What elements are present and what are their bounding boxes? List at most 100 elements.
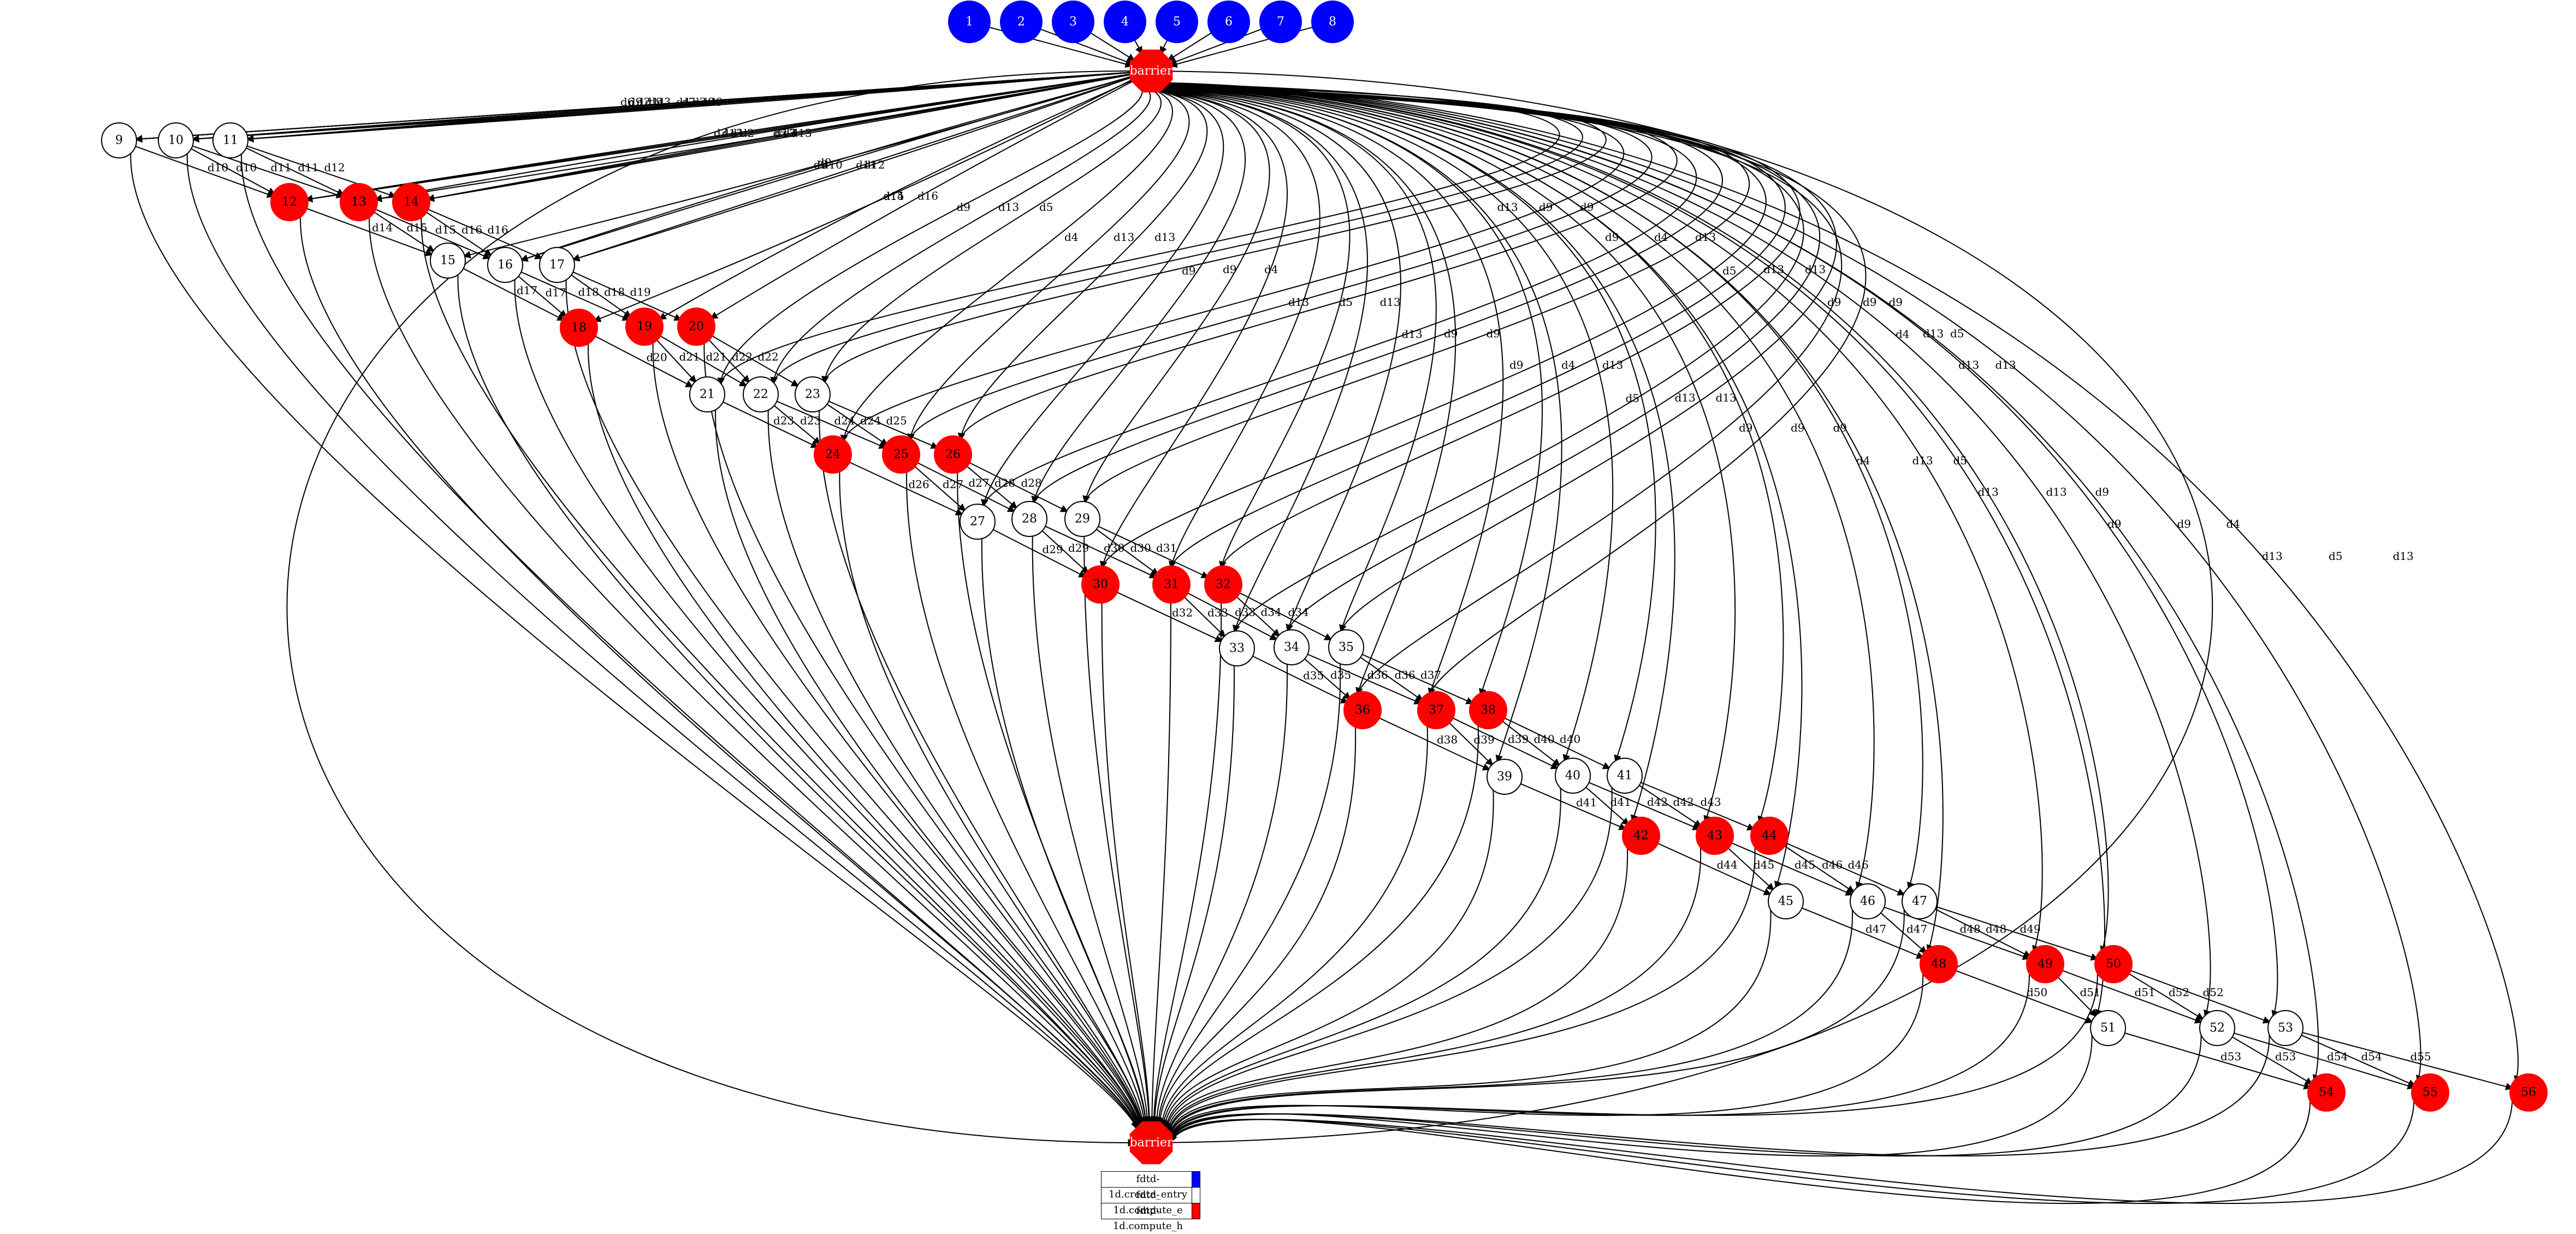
edge-33-barrier-bottom (1151, 664, 1235, 1124)
edge-18-21 (593, 334, 694, 388)
edge-label: d37 (1420, 669, 1441, 682)
edge-25-barrier-bottom (906, 470, 1148, 1125)
edge-label: d51 (2080, 986, 2101, 999)
node-label: 38 (1481, 704, 1496, 717)
edge-label: d9 (1509, 358, 1524, 371)
edge-label: d15 (883, 189, 904, 202)
node-18: 18 (560, 309, 598, 347)
edge-16-18 (517, 275, 567, 318)
edge-label: d21 (706, 350, 727, 363)
edge-11-14 (246, 145, 396, 198)
edge-label: d20 (647, 351, 667, 364)
node-circle (1902, 883, 1938, 919)
edge-label: d7 (682, 96, 696, 109)
edge-label: d16 (488, 223, 508, 237)
node-label: 7 (1277, 15, 1284, 29)
node-circle (960, 504, 996, 540)
barrier-label: barrier (1130, 64, 1173, 78)
edge-barrier-32 (1153, 90, 1351, 569)
edge-barrier-14 (427, 74, 1132, 202)
node-19: 19 (625, 308, 664, 346)
node-label: 46 (1860, 895, 1875, 908)
node-11: 11 (212, 122, 248, 158)
node-label: 52 (2210, 1022, 2225, 1035)
legend-item-compute-e: fdtd-1d.compute_e (1102, 1188, 1200, 1216)
edge-label: d40 (1560, 733, 1580, 746)
edge-label: d9 (1444, 327, 1458, 340)
edge-50-53 (2128, 969, 2271, 1024)
edge-34-37 (1306, 653, 1422, 705)
node-label: 43 (1707, 829, 1722, 843)
node-31: 31 (1152, 565, 1191, 604)
edge-11-13 (245, 147, 345, 196)
edge-barrier-34 (1156, 89, 1821, 633)
edge-37-40 (1450, 717, 1559, 769)
edge-label: d9 (1182, 264, 1196, 277)
edge-label: d9 (2095, 486, 2110, 499)
edge-label: d36 (1367, 669, 1388, 682)
edge-45-48 (1801, 907, 1924, 959)
node-label: 18 (571, 321, 587, 335)
edge-label: d14 (883, 190, 904, 203)
node-circle (1417, 691, 1455, 729)
edge-barrier-28 (1031, 89, 1246, 504)
edge-10-barrier-bottom (186, 152, 1139, 1130)
node-21: 21 (689, 376, 725, 412)
node-label: 33 (1229, 642, 1245, 656)
edge-label: d5 (1626, 392, 1640, 405)
edge-barrier-40 (1161, 87, 1614, 763)
node-39: 39 (1487, 759, 1523, 795)
node-circle (340, 183, 378, 221)
node-label: 21 (700, 388, 715, 402)
edge-label: d11 (298, 161, 319, 174)
node-circle (1469, 691, 1507, 729)
edge-35-37 (1359, 656, 1424, 701)
edge-16-19 (520, 271, 630, 321)
node-label: 53 (2278, 1022, 2293, 1035)
node-circle (158, 122, 194, 158)
edge-label: d4 (1561, 358, 1576, 371)
edge-label: d43 (1701, 795, 1721, 808)
edge-9-12 (134, 145, 275, 198)
edge-10-13 (191, 145, 344, 199)
edge-label: d32 (1172, 606, 1193, 619)
node-circle (625, 308, 664, 346)
edge-label: d18 (604, 286, 625, 299)
edge-36-39 (1377, 716, 1491, 771)
edge-35-barrier-bottom (1154, 662, 1341, 1125)
edge-label: d13 (2046, 486, 2067, 499)
node-7: 7 (1259, 1, 1302, 43)
node-29: 29 (1064, 501, 1100, 537)
node-13: 13 (340, 183, 378, 221)
edge-23-26 (827, 400, 939, 449)
node-34: 34 (1274, 629, 1310, 665)
edge-41-barrier-bottom (1163, 786, 1613, 1132)
node-label: 28 (1022, 512, 1037, 526)
edge-label: d4 (1896, 328, 1910, 341)
edge-30-33 (1115, 591, 1223, 642)
edge-label: d38 (1437, 733, 1458, 746)
edge-40-43 (1588, 781, 1701, 830)
node-26: 26 (934, 435, 972, 474)
node-label: 37 (1429, 704, 1444, 717)
node-circle (1328, 629, 1364, 665)
node-circle (934, 435, 972, 474)
edge-label: d10 (236, 161, 257, 174)
node-33: 33 (1219, 630, 1255, 666)
node-label: 47 (1912, 895, 1927, 908)
edge-label: d13 (1978, 486, 1999, 499)
edge-51-54 (2123, 1032, 2312, 1090)
edge-label: d3 (783, 127, 797, 140)
node-label: 35 (1339, 641, 1354, 654)
node-label: 12 (282, 196, 297, 209)
node-circle (2509, 1073, 2548, 1112)
edge-label: d33 (1207, 606, 1228, 619)
node-label: 13 (351, 196, 366, 209)
edge-42-barrier-bottom (1164, 844, 1628, 1133)
edge-label: d9 (818, 156, 832, 169)
edge-label: d27 (969, 476, 990, 489)
edge-label: d4 (2226, 517, 2241, 530)
edge-label: d48 (1960, 923, 1981, 936)
node-label: 17 (549, 258, 565, 272)
edge-22-25 (775, 400, 887, 449)
